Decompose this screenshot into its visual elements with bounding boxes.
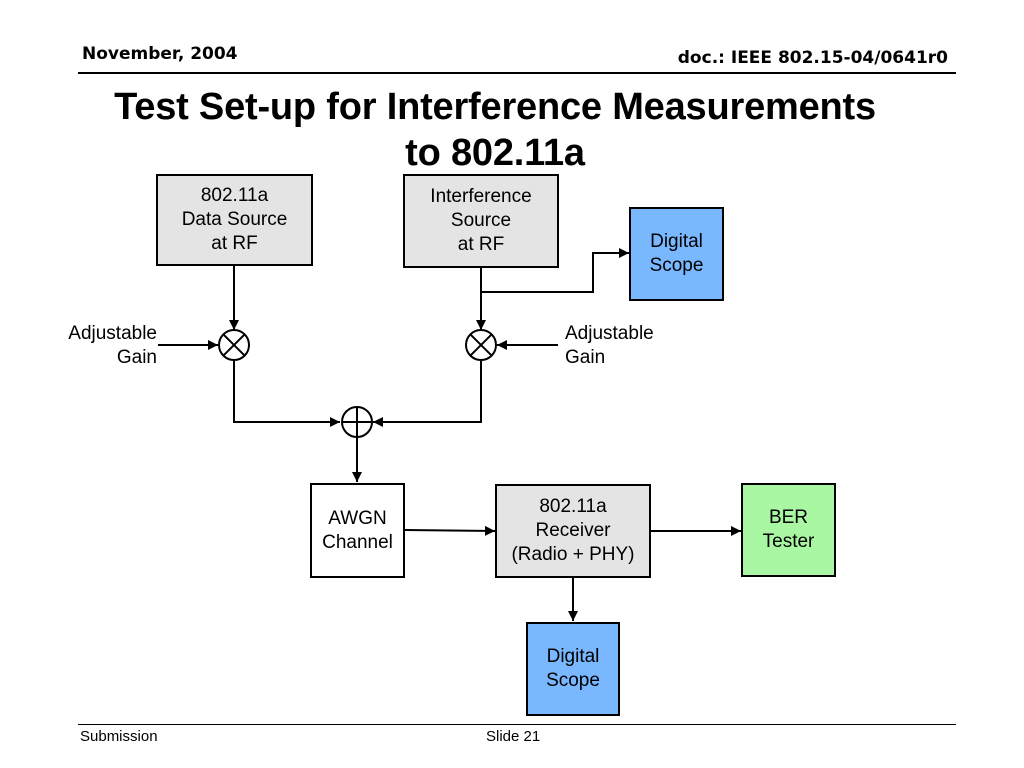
ber-tester-block: BER Tester [741, 483, 836, 577]
mixer-right [465, 329, 497, 361]
footer-slide-number: Slide 21 [486, 728, 541, 745]
receiver-block: 802.11a Receiver (Radio + PHY) [495, 484, 651, 578]
header-date: November, 2004 [82, 44, 238, 64]
digital-scope-bottom-block: Digital Scope [526, 622, 620, 716]
header-rule [78, 72, 956, 74]
mixer-left [218, 329, 250, 361]
adder [341, 406, 373, 438]
wire-tap-to-scope [481, 248, 629, 293]
wire-mixer-right-to-adder [373, 361, 482, 427]
header-doc-id: doc.: IEEE 802.15-04/0641r0 [677, 48, 948, 68]
wire-awgn-to-receiver [404, 525, 496, 536]
interference-source-block: Interference Source at RF [403, 174, 559, 268]
awgn-channel-block: AWGN Channel [310, 483, 405, 578]
digital-scope-top-block: Digital Scope [629, 207, 724, 301]
gain-left-label: Adjustable Gain [68, 323, 157, 368]
data-source-block: 802.11a Data Source at RF [156, 174, 313, 266]
slide-title: Test Set-up for Interference Measurement… [114, 86, 876, 174]
footer-rule [78, 724, 956, 725]
gain-right-label: Adjustable Gain [565, 323, 654, 368]
wire-mixer-left-to-adder [233, 361, 340, 427]
footer-submission: Submission [80, 728, 158, 745]
